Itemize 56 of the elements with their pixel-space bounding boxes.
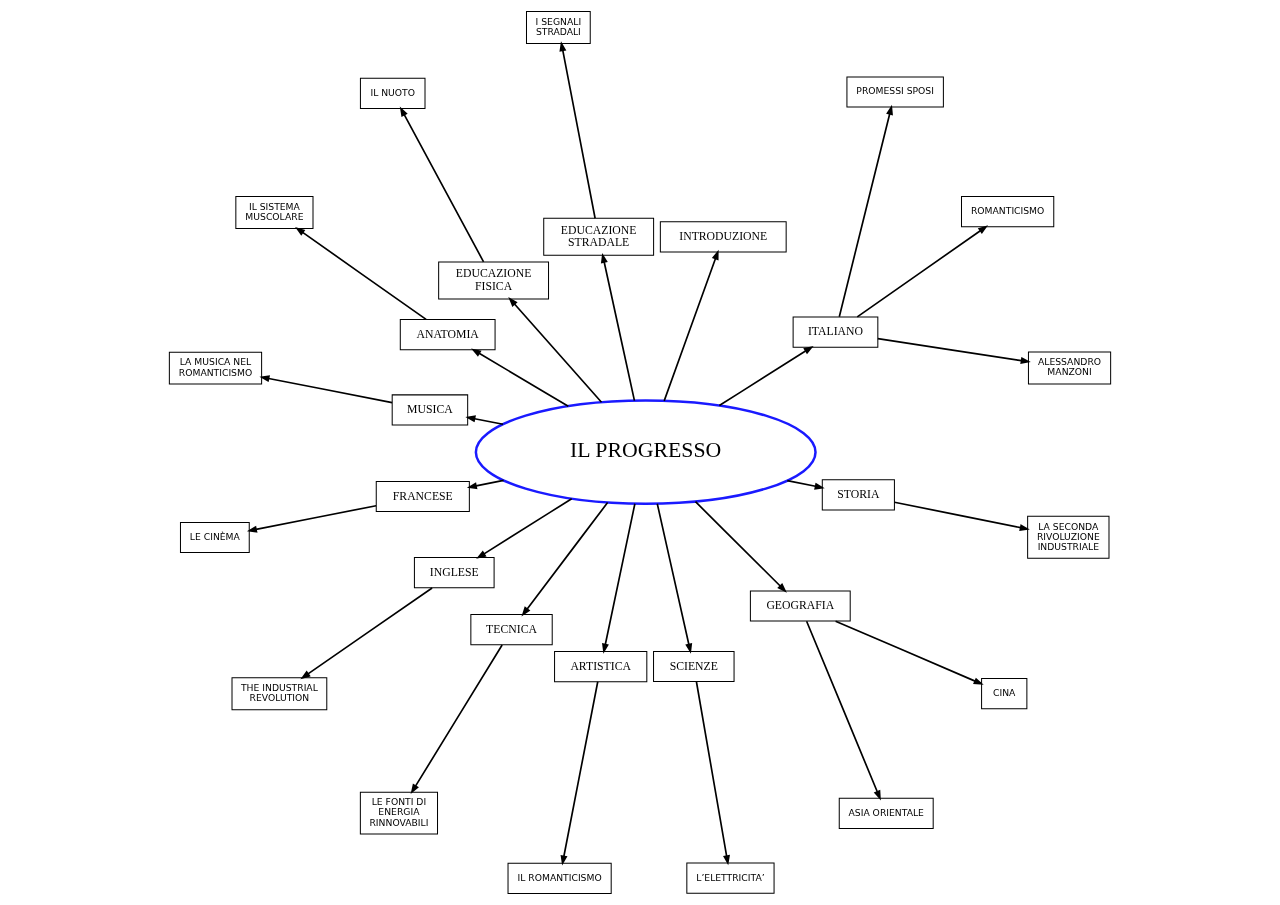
node-box: I SEGNALI STRADALI bbox=[526, 11, 591, 44]
arrow bbox=[600, 252, 636, 402]
node-box: EDUCAZIONE FISICA bbox=[438, 261, 550, 300]
arrow bbox=[663, 249, 719, 402]
node-box: ARTISTICA bbox=[554, 650, 648, 683]
node-box: LE FONTI DI ENERGIA RINNOVABILI bbox=[359, 791, 439, 835]
arrow bbox=[410, 644, 503, 795]
arrow bbox=[718, 345, 814, 407]
arrow bbox=[834, 620, 984, 685]
node-box: ANATOMIA bbox=[399, 319, 496, 351]
arrow bbox=[521, 501, 609, 617]
node-box: LE CINÈMA bbox=[179, 521, 250, 554]
arrow bbox=[399, 106, 485, 263]
arrow bbox=[656, 502, 693, 654]
node-box: IL ROMANTICISMO bbox=[507, 862, 612, 894]
node-box: ROMANTICISMO bbox=[961, 196, 1055, 228]
node-box: ITALIANO bbox=[792, 316, 879, 348]
arrow bbox=[877, 337, 1031, 365]
arrow bbox=[476, 497, 573, 559]
node-box: TECNICA bbox=[470, 614, 553, 646]
node-box: LA SECONDA RIVOLUZIONE INDUSTRIALE bbox=[1027, 515, 1110, 559]
node-box: INGLESE bbox=[413, 557, 495, 589]
node-box: MUSICA bbox=[391, 394, 469, 426]
node-box: THE INDUSTRIAL REVOLUTION bbox=[231, 677, 328, 711]
arrow bbox=[602, 502, 636, 654]
arrow bbox=[465, 415, 504, 426]
arrow bbox=[856, 225, 989, 318]
arrow bbox=[559, 41, 596, 220]
arrow bbox=[893, 501, 1030, 531]
arrow bbox=[246, 504, 377, 533]
node-box: ASIA ORIENTALE bbox=[838, 797, 934, 829]
node-box: ALESSANDRO MANZONI bbox=[1027, 351, 1112, 385]
arrow bbox=[786, 479, 825, 490]
arrow bbox=[466, 479, 505, 490]
arrow bbox=[560, 680, 599, 866]
node-box: INTRODUZIONE bbox=[659, 221, 787, 253]
arrow bbox=[259, 375, 393, 404]
arrow bbox=[471, 348, 570, 408]
arrow bbox=[695, 680, 730, 866]
node-box: EDUCAZIONE STRADALE bbox=[543, 217, 655, 256]
arrow bbox=[300, 587, 433, 680]
node-box: IL NUOTO bbox=[359, 77, 426, 109]
arrow bbox=[805, 620, 881, 801]
node-box: LA MUSICA NEL ROMANTICISMO bbox=[168, 351, 263, 385]
node-box: GEOGRAFIA bbox=[749, 590, 851, 622]
node-box: IL SISTEMA MUSCOLARE bbox=[235, 196, 314, 229]
node-box: SCIENZE bbox=[653, 650, 735, 683]
node-box: L’ELETTRICITA’ bbox=[686, 862, 775, 894]
node-box: PROMESSI SPOSI bbox=[846, 76, 944, 108]
arrow bbox=[508, 297, 603, 404]
arrow bbox=[694, 500, 787, 593]
node-box: CINA bbox=[981, 678, 1028, 710]
arrow bbox=[295, 227, 427, 321]
node-box: FRANCESE bbox=[375, 480, 470, 513]
node-box: STORIA bbox=[821, 479, 895, 511]
arrow bbox=[838, 104, 893, 318]
